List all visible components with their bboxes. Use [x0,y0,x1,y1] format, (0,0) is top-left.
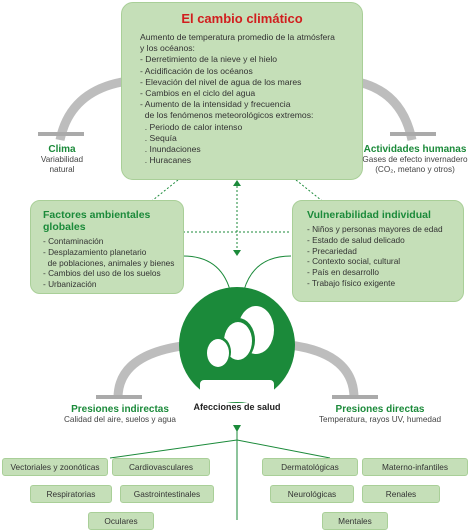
chip-mentales: Mentales [322,512,388,530]
chip-vectoriales: Vectoriales y zoonóticas [2,458,108,476]
vulnerabilidad-title: Vulnerabilidad individual [307,209,431,221]
clima-title: Clima [48,144,76,155]
line: de los fenómenos meteorológicos extremos… [140,110,314,121]
line: - Elevación del nivel de agua de los mar… [140,76,302,87]
actividades-sub-1: Gases de efecto invernadero [362,155,468,164]
list-item: - Trabajo físico exigente [307,277,396,288]
chip-neurologicas: Neurológicas [270,485,354,503]
clima-sub-2: natural [49,165,75,174]
chip-renales: Renales [362,485,440,503]
list-item: - Cambios del uso de los suelos [43,268,161,279]
line: - Aumento de la intensidad y frecuencia [140,99,291,110]
actividades-node: Actividades humanas Gases de efecto inve… [356,144,474,175]
clima-sub-1: Variabilidad [40,155,84,164]
factores-list: - Contaminación - Desplazamiento planeta… [31,236,183,290]
line: y los océanos: [140,43,195,54]
indirectas-title: Presiones indirectas [71,404,169,415]
directas-node: Presiones directas Temperatura, rayos UV… [300,404,460,425]
list-item: - Estado de salud delicado [307,234,405,245]
factores-box: Factores ambientales globales - Contamin… [30,200,184,294]
afecciones-label: Afecciones de salud [193,402,281,412]
chip-materno-infantiles: Materno-infantiles [362,458,468,476]
chip-cardiovasculares: Cardiovasculares [112,458,210,476]
line: - Acidificación de los océanos [140,65,253,76]
indirectas-sub: Calidad del aire, suelos y agua [64,415,176,424]
chip-dermatologicas: Dermatológicas [262,458,358,476]
chip-oculares: Oculares [88,512,154,530]
directas-title: Presiones directas [335,404,425,415]
factores-title: Factores ambientales globales [43,209,151,233]
vulnerabilidad-box: Vulnerabilidad individual - Niños y pers… [292,200,464,302]
list-item: - Urbanización [43,279,97,290]
indirectas-node: Presiones indirectas Calidad del aire, s… [40,404,200,425]
list-item: - Precariedad [307,245,357,256]
directas-sub: Temperatura, rayos UV, humedad [318,415,442,424]
list-item: - Contexto social, cultural [307,256,401,267]
list-item: - Desplazamiento planetario [43,246,147,257]
line: - Cambios en el ciclo del agua [140,88,256,99]
list-item: de poblaciones, animales y bienes [43,257,175,268]
line: - Derretimiento de la nieve y el hielo [140,54,278,65]
line: . Huracanes [140,155,192,166]
chip-gastrointestinales: Gastrointestinales [120,485,214,503]
chip-respiratorias: Respiratorias [30,485,112,503]
climate-change-box: El cambio climático Aumento de temperatu… [121,2,363,180]
clima-node: Clima Variabilidad natural [12,144,112,175]
line: . Periodo de calor intenso [140,121,243,132]
line: . Sequía [140,132,177,143]
list-item: - País en desarrollo [307,267,379,278]
list-item: - Niños y personas mayores de edad [307,224,443,234]
list-item: - Contaminación [43,236,104,246]
actividades-sub-2: (CO₂, metano y otros) [375,165,455,174]
line: . Inundaciones [140,144,201,155]
climate-change-title: El cambio climático [181,11,303,26]
climate-change-details: Aumento de temperatura promedio de la at… [122,26,362,166]
vulnerabilidad-list: - Niños y personas mayores de edad - Est… [293,224,463,289]
line: Aumento de temperatura promedio de la at… [140,32,335,42]
actividades-title: Actividades humanas [363,144,467,155]
